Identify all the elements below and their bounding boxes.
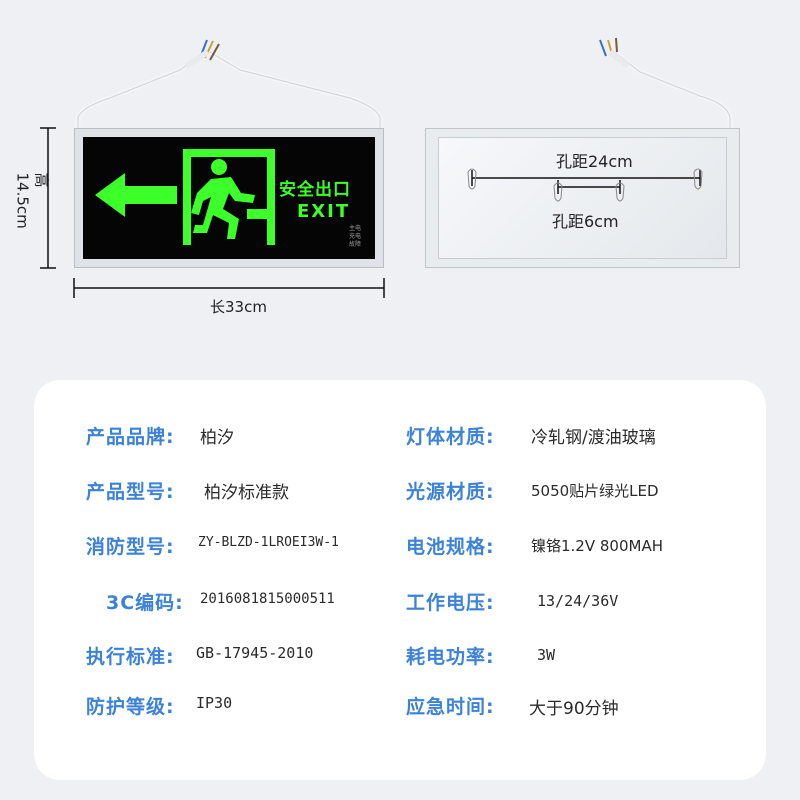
spec-label-brand: 产品品牌: [86, 426, 175, 448]
spec-label-battery: 电池规格: [406, 536, 495, 558]
spec-value-fire-model: ZY-BLZD-1LROEI3W-1 [198, 535, 339, 550]
spec-label-light-source: 光源材质: [406, 481, 495, 503]
exit-sign-back-plate [438, 137, 727, 259]
spec-value-voltage: 13/24/36V [537, 592, 619, 610]
spec-label-emergency-time: 应急时间: [406, 696, 495, 718]
spec-value-emergency-time: 大于90分钟 [529, 699, 619, 719]
product-illustration: 安全出口 EXIT 主电 充电 故障 [0, 0, 800, 360]
dimension-lines [40, 127, 703, 298]
spec-label-protection: 防护等级: [86, 696, 175, 718]
spec-label-model: 产品型号: [86, 481, 175, 503]
spec-label-3c-code: 3C编码: [106, 592, 184, 614]
spec-label-standard: 执行标准: [86, 646, 175, 668]
hole-distance-narrow-label: 孔距6cm [552, 212, 619, 231]
spec-value-body-material: 冷轧钢/渡油玻璃 [531, 428, 656, 448]
spec-value-light-source: 5050贴片绿光LED [531, 482, 659, 500]
spec-value-power: 3W [537, 646, 556, 664]
spec-value-protection: IP30 [196, 694, 233, 712]
spec-label-voltage: 工作电压: [406, 592, 495, 614]
sign-english-text: EXIT [297, 201, 351, 222]
spec-label-power: 耗电功率: [406, 646, 495, 668]
height-dimension-label: 高14.5cm [13, 172, 51, 229]
running-man-door-icon [183, 149, 275, 245]
exit-sign-front: 安全出口 EXIT 主电 充电 故障 [74, 128, 384, 268]
spec-card: 产品品牌: 柏汐 产品型号: 柏汐标准款 消防型号: ZY-BLZD-1LROE… [34, 380, 766, 780]
exit-sign-panel: 安全出口 EXIT 主电 充电 故障 [83, 137, 375, 259]
spec-value-battery: 镍铬1.2V 800MAH [531, 537, 663, 555]
length-dimension-label: 长33cm [210, 298, 267, 316]
spec-value-brand: 柏汐 [200, 428, 234, 448]
spec-label-fire-model: 消防型号: [86, 536, 175, 558]
spec-value-standard: GB-17945-2010 [196, 644, 314, 662]
spec-value-model: 柏汐标准款 [204, 483, 289, 503]
sign-chinese-text: 安全出口 [279, 180, 351, 200]
spec-label-body-material: 灯体材质: [406, 426, 495, 448]
status-main-power: 主电 [349, 225, 362, 232]
exit-sign-back [425, 128, 740, 268]
status-charging: 充电 [349, 233, 362, 240]
front-hanging-wire-icon [75, 37, 733, 128]
status-indicator-labels: 主电 充电 故障 [349, 225, 361, 249]
left-arrow-icon [95, 173, 177, 217]
hole-distance-wide-label: 孔距24cm [556, 152, 633, 171]
status-fault: 故障 [349, 241, 362, 248]
spec-value-3c-code: 2016081815000511 [200, 591, 335, 607]
